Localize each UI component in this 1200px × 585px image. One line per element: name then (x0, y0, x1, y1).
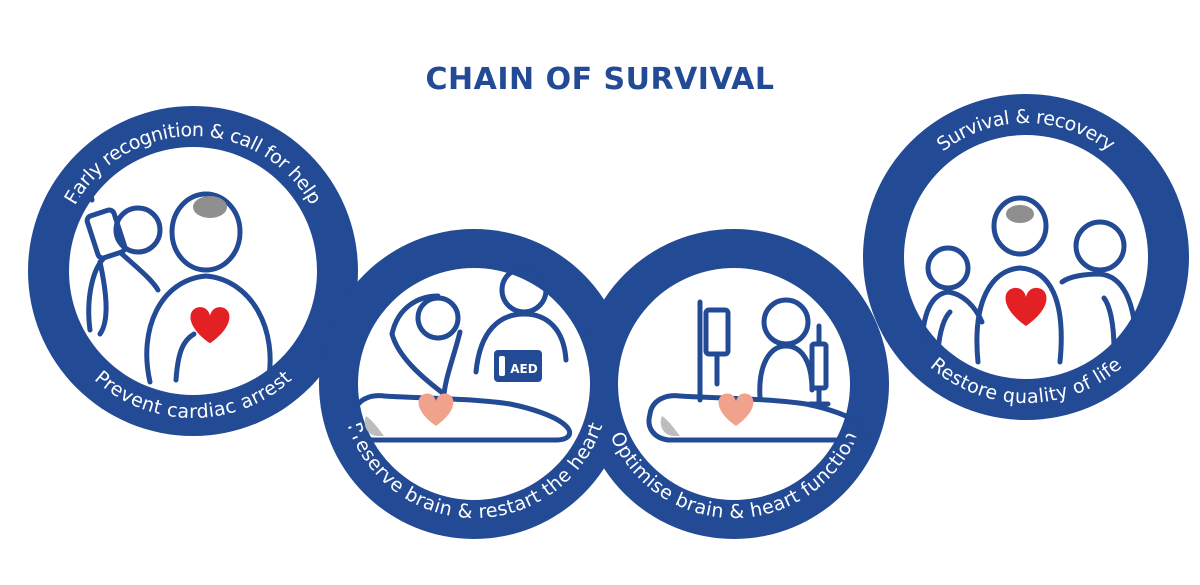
brain-icon (364, 416, 384, 436)
label-post-top: Advanced & post resuscitation care (598, 128, 872, 237)
brain-icon (660, 416, 680, 436)
aed-device-icon: AED (494, 350, 542, 382)
aed-label: AED (510, 362, 537, 376)
svg-text:Advanced & post resuscitation: Advanced & post resuscitation care (598, 128, 872, 237)
family-recovery-icon (919, 195, 1139, 365)
person-calling-phone-icon (73, 187, 273, 385)
iv-syringe-patient-icon (646, 297, 869, 443)
page-title: CHAIN OF SURVIVAL (425, 62, 775, 97)
label-cpr-top: Early CPR & defibrillation (362, 128, 586, 197)
cpr-aed-icon (350, 265, 573, 443)
svg-text:Early CPR & defibrillation: Early CPR & defibrillation (362, 128, 586, 197)
brain-icon (193, 196, 227, 218)
brain-icon (1006, 205, 1034, 223)
